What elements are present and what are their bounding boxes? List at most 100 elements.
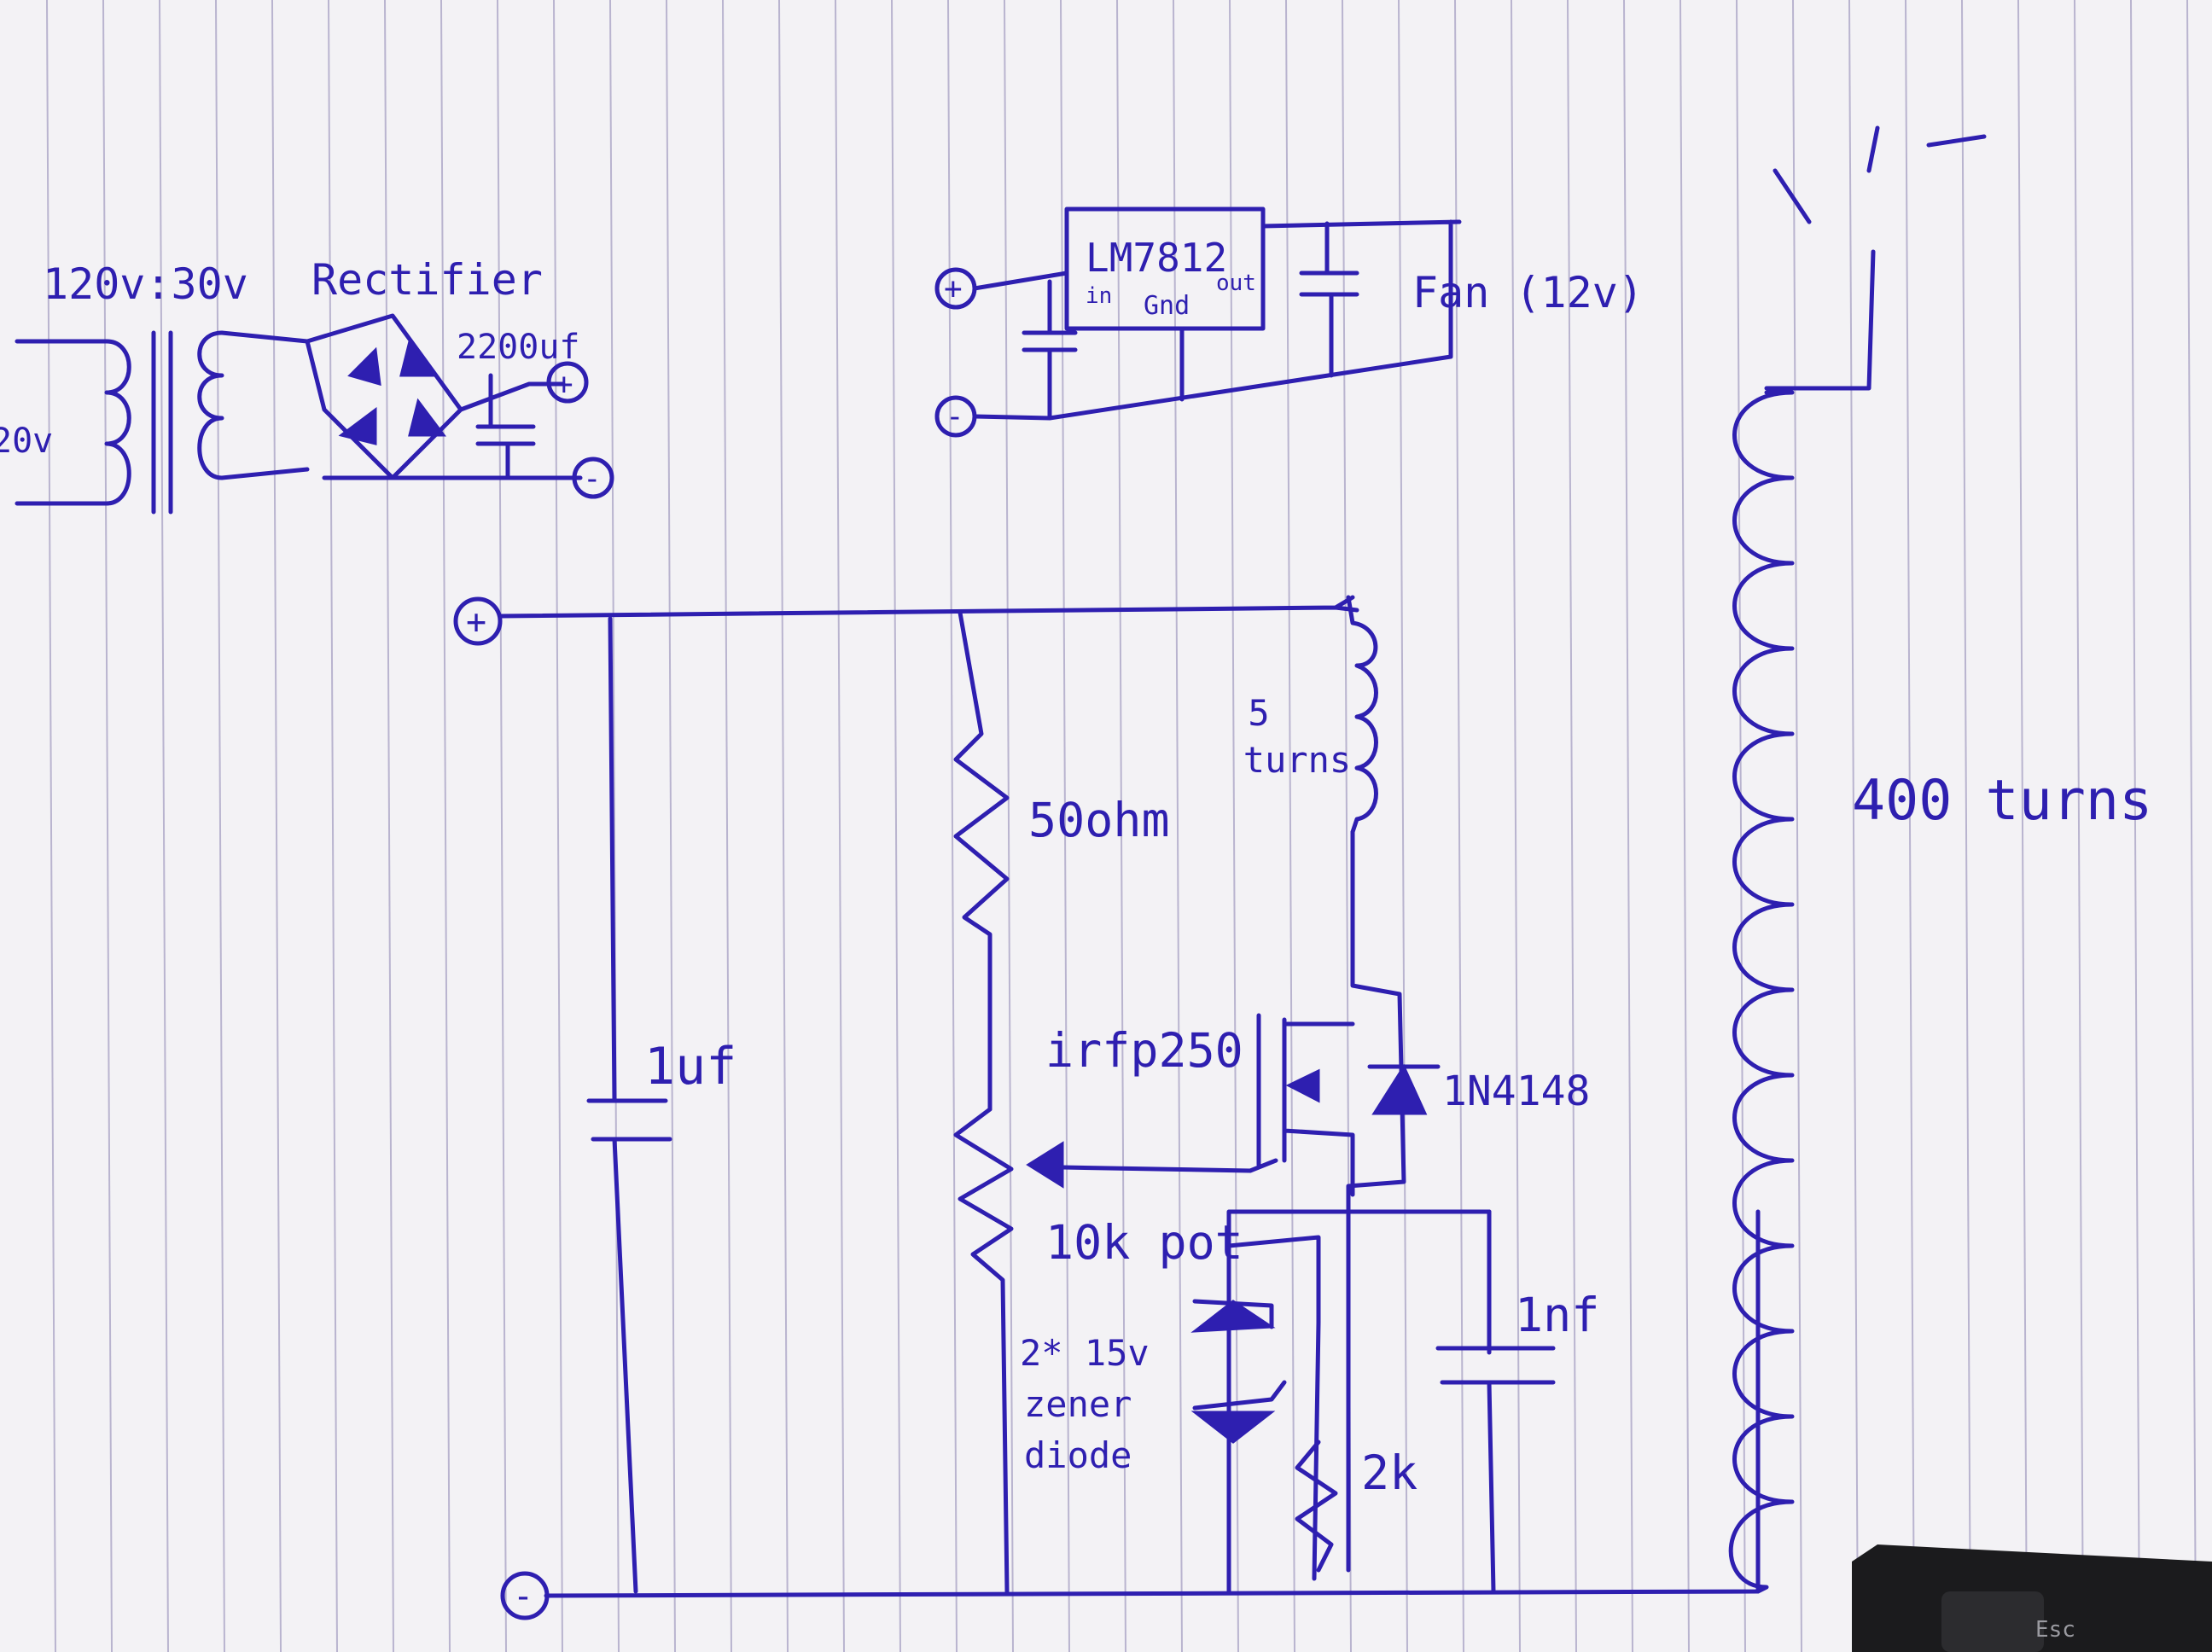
ruled-lines: [46, 0, 2197, 1652]
primary-voltage-label: 20v: [0, 422, 53, 461]
main-circuit: + - 1uf 50ohm 10k pot 5 turns irfp250 1N…: [453, 595, 1761, 1620]
transformer-ratio-label: 120v:30v: [43, 259, 248, 309]
regulator-pin-out: out: [1216, 270, 1256, 296]
rule-line: [947, 0, 958, 1652]
rectifier-output-leads: [322, 381, 583, 480]
rule-line: [271, 0, 282, 1652]
rule-line: [1004, 0, 1014, 1652]
mosfet-label: irfp250: [1045, 1023, 1243, 1078]
rule-line: [2074, 0, 2084, 1652]
zener-bars: [1192, 1299, 1287, 1411]
pot-wiper-lead: [1060, 1158, 1278, 1173]
secondary-winding: [197, 330, 224, 480]
spark-gap-output: [1764, 125, 1987, 391]
rectifier-label: Rectifier: [311, 255, 543, 305]
rule-line: [1848, 0, 1859, 1652]
secondary-coil-400: 400 turns: [1728, 125, 2152, 1594]
zener-label-2: zener: [1024, 1383, 1132, 1425]
mosfet-irfp250: [1256, 1013, 1355, 1197]
rule-line: [440, 0, 451, 1652]
voltage-regulator: LM7812 in Gnd out Fan (12v) + -: [934, 206, 1644, 438]
keyboard-corner: Esc: [1852, 1544, 2212, 1652]
zener-diodes: [1190, 1300, 1276, 1444]
regulator-plus-sign: +: [944, 271, 963, 306]
transformer-core: [151, 330, 173, 515]
rule-line: [1229, 0, 1239, 1652]
resistor-50ohm: [953, 610, 1010, 1112]
rule-line: [1398, 0, 1408, 1652]
primary-winding: [104, 339, 131, 506]
pot-label: 10k pot: [1045, 1215, 1243, 1270]
filter-capacitor: [475, 373, 536, 480]
resistor-50ohm-label: 50ohm: [1028, 793, 1170, 847]
regulator-minus-sign: -: [946, 399, 964, 434]
bridge-outline: [305, 313, 463, 480]
rule-line: [1905, 0, 1915, 1652]
diode-1n4148: [1371, 1063, 1428, 1115]
primary-coil-label-2: turns: [1243, 739, 1351, 781]
main-plus-terminal: [453, 596, 503, 646]
secondary-leads: [219, 330, 310, 480]
rule-line: [1567, 0, 1577, 1652]
rule-line: [1623, 0, 1633, 1652]
rule-line: [1961, 0, 1971, 1652]
rectifier: Rectifier 2200uf + -: [305, 255, 614, 499]
rectifier-minus-sign: -: [583, 462, 602, 497]
bridge-diodes: [338, 338, 446, 445]
rule-line: [384, 0, 394, 1652]
cap-1uf-leads: [608, 616, 638, 1594]
rule-line: [1736, 0, 1746, 1652]
pot-wiper-arrow: [1026, 1141, 1064, 1189]
rule-line: [497, 0, 507, 1652]
rule-line: [328, 0, 338, 1652]
rule-line: [1679, 0, 1690, 1652]
rule-line: [102, 0, 113, 1652]
rectifier-cap-label: 2200uf: [457, 328, 580, 367]
cap-1nf-label: 1nf: [1515, 1288, 1599, 1342]
resistor-2k-label: 2k: [1361, 1446, 1417, 1500]
main-plus-sign: +: [466, 602, 486, 642]
potentiometer-10k: [953, 1107, 1014, 1594]
rule-line: [1454, 0, 1464, 1652]
primary-coil-label-1: 5: [1248, 692, 1269, 734]
rule-line: [2130, 0, 2140, 1652]
rule-line: [891, 0, 901, 1652]
resistor-2k: [1295, 1440, 1338, 1573]
rule-line: [835, 0, 845, 1652]
rule-line: [553, 0, 563, 1652]
regulator-wiring: [972, 219, 1462, 421]
rule-line: [2186, 0, 2197, 1652]
rule-line: [1285, 0, 1295, 1652]
cap-1uf-plates: [586, 1098, 672, 1142]
transformer: 120v:30v 20v: [0, 259, 310, 515]
rule-line: [46, 0, 56, 1652]
rule-line: [722, 0, 732, 1652]
regulator-input-capacitor: [1022, 279, 1078, 421]
cap-1uf-label: 1uf: [644, 1037, 736, 1096]
primary-leads: [15, 339, 109, 506]
rule-line: [2017, 0, 2028, 1652]
main-minus-sign: -: [513, 1577, 533, 1616]
regulator-output-capacitor: [1299, 221, 1359, 378]
secondary-coil-label: 400 turns: [1852, 769, 2152, 833]
cap-1nf: [1435, 1252, 1556, 1594]
rule-line: [1792, 0, 1802, 1652]
regulator-pin-gnd: Gnd: [1144, 291, 1190, 321]
rectifier-plus-sign: +: [555, 367, 573, 402]
secondary-coil-winding: [1728, 390, 1795, 1594]
zener-label-1: 2* 15v: [1020, 1332, 1150, 1374]
rectifier-minus-terminal: [572, 457, 614, 499]
fan-load-label: Fan (12v): [1412, 268, 1644, 317]
rule-line: [1511, 0, 1521, 1652]
rule-line: [666, 0, 676, 1652]
rectifier-plus-terminal: [546, 361, 589, 404]
zener-label-3: diode: [1024, 1434, 1132, 1476]
rule-line: [1116, 0, 1126, 1652]
rule-line: [1173, 0, 1183, 1652]
lm7812-body: [1064, 206, 1266, 331]
esc-key-label: Esc: [2035, 1617, 2075, 1643]
mosfet-arrow: [1285, 1068, 1320, 1103]
rule-line: [778, 0, 789, 1652]
rule-line: [215, 0, 225, 1652]
